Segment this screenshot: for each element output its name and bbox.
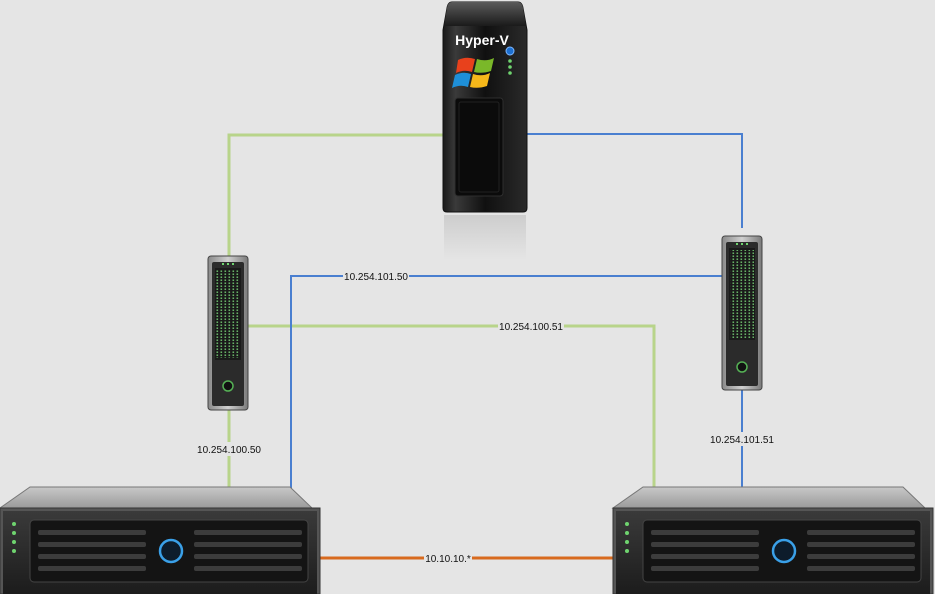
- switch-power-icon: [222, 380, 234, 392]
- link-blue-right-switch-left-rack: [290, 275, 722, 500]
- status-led-icon: [508, 59, 512, 63]
- switch-power-icon: [736, 361, 748, 373]
- right-switch: [721, 235, 763, 391]
- link-blue-hyperv-right-switch: [526, 133, 743, 228]
- hyperv-title: Hyper-V: [455, 32, 509, 48]
- link-green-hyperv-left-switch: [227, 133, 443, 258]
- left-switch: [207, 255, 249, 411]
- ip-label-left-switch-rack: 10.254.100.50: [197, 445, 261, 456]
- rack-power-icon: [771, 538, 797, 564]
- link-green-left-switch-right-rack: [246, 324, 656, 492]
- ip-label-rack-interconnect: 10.10.10.*: [425, 554, 471, 565]
- power-icon: [505, 46, 515, 56]
- windows-logo-icon: [452, 57, 494, 88]
- right-rack-server: [611, 486, 934, 594]
- status-led-icon: [508, 71, 512, 75]
- rack-power-icon: [158, 538, 184, 564]
- status-led-icon: [508, 65, 512, 69]
- left-rack-server: [0, 486, 321, 594]
- ip-label-right-switch-rack: 10.254.101.51: [710, 435, 774, 446]
- ip-labels: 10.254.100.50 10.254.101.50 10.254.100.5…: [196, 269, 775, 565]
- ip-label-green-link: 10.254.100.51: [499, 322, 563, 333]
- hyperv-server: Hyper-V: [442, 1, 528, 260]
- ip-label-blue-link: 10.254.101.50: [344, 272, 408, 283]
